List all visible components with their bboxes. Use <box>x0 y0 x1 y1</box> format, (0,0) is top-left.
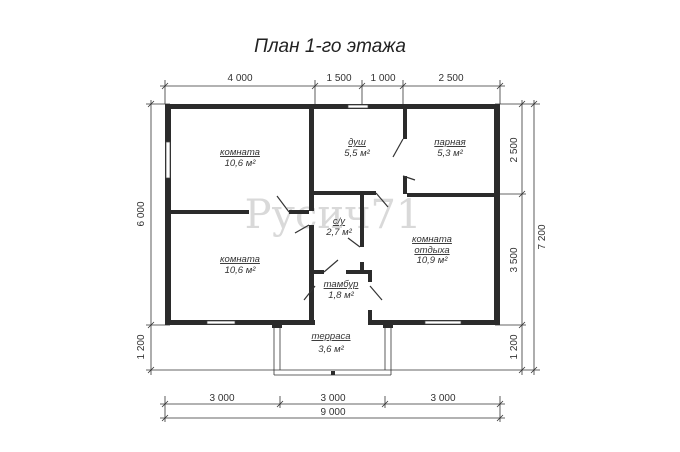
doors <box>276 138 416 301</box>
wc-name: с/у <box>333 216 346 227</box>
dimension-top <box>160 80 505 104</box>
terrace <box>272 320 393 376</box>
dim-bottom-3: 3 000 <box>430 393 455 404</box>
dim-right-2: 3 500 <box>509 247 520 272</box>
dim-top-4: 2 500 <box>438 73 463 84</box>
interior-walls <box>171 109 494 325</box>
dim-top-1: 4 000 <box>227 73 252 84</box>
dim-bottom-2: 3 000 <box>320 393 345 404</box>
steam-room-name: парная <box>434 137 465 148</box>
plan-title: План 1-го этажа <box>254 36 406 57</box>
dim-right-1: 2 500 <box>509 137 520 162</box>
room-2-area: 10,6 м² <box>225 265 257 276</box>
terrace-name: терраса <box>311 331 350 342</box>
room-1-name: комната <box>220 147 260 158</box>
wc-area: 2,7 м² <box>325 227 352 238</box>
dim-bottom-1: 3 000 <box>209 393 234 404</box>
dimension-right <box>385 100 540 375</box>
dim-left: 6 000 <box>136 201 147 226</box>
dim-bottom-total: 9 000 <box>320 407 345 418</box>
terrace-area: 3,6 м² <box>318 344 344 355</box>
dimension-bottom <box>160 396 505 422</box>
vestibule-name: тамбур <box>324 279 359 290</box>
windows <box>165 104 462 325</box>
vestibule-area: 1,8 м² <box>328 290 354 301</box>
shower-name: душ <box>348 137 366 148</box>
dim-right-3: 1 200 <box>509 334 520 359</box>
lounge-name-2: отдыха <box>414 245 449 256</box>
watermark: Русич71 <box>245 192 422 238</box>
dim-top-2: 1 500 <box>326 73 351 84</box>
lounge-area: 10,9 м² <box>417 255 449 266</box>
dim-right-total: 7 200 <box>537 224 548 249</box>
lounge-name: комната <box>412 234 452 245</box>
shower-area: 5,5 м² <box>344 148 370 159</box>
room-2-name: комната <box>220 254 260 265</box>
steam-room-area: 5,3 м² <box>437 148 463 159</box>
dim-left-terrace: 1 200 <box>136 334 147 359</box>
dim-top-3: 1 000 <box>370 73 395 84</box>
room-1-area: 10,6 м² <box>225 158 257 169</box>
